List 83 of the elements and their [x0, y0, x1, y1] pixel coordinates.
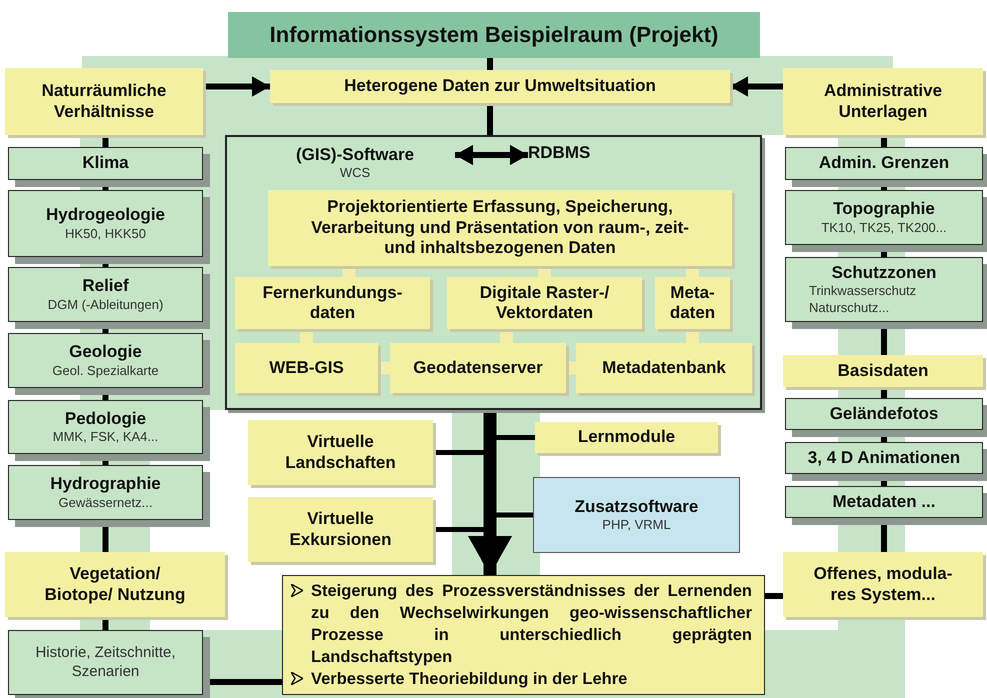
connector-line	[538, 266, 551, 277]
box-heading: Geodatenserver	[413, 358, 543, 378]
connector-line	[102, 135, 108, 147]
box-heading: Vegetation/ Biotope/ Nutzung	[44, 564, 186, 605]
module-box	[248, 497, 433, 562]
component-box	[235, 343, 378, 393]
category-box	[5, 552, 225, 617]
box-heading: Metadatenbank	[602, 358, 726, 378]
component-box	[390, 343, 566, 393]
box-heading: Offenes, modula-res System...	[812, 564, 954, 605]
category-box	[783, 355, 983, 387]
process-box	[268, 190, 732, 266]
box-heading: Basisdaten	[838, 360, 928, 382]
box-heading: Fernerkundungs-daten	[262, 282, 404, 324]
box-heading: Heterogene Daten zur Umweltsituation	[344, 76, 656, 97]
connector-line	[566, 362, 576, 374]
connector-line	[765, 593, 783, 599]
arrow	[468, 410, 512, 575]
box-heading: Informationssystem Beispielraum (Projekt)	[270, 22, 718, 48]
goal-text: Verbesserte Theoriebildung in der Lehre	[311, 669, 628, 690]
box-detail: Trinkwasserschutz Naturschutz...	[809, 283, 918, 316]
box-heading: Historie, Zeitschnitte, Szenarien	[34, 644, 177, 682]
module-box	[248, 420, 433, 485]
data-box	[270, 70, 730, 103]
connector-line	[102, 617, 108, 630]
box-heading: 3, 4 D Animationen	[808, 448, 960, 468]
category-box	[783, 552, 983, 617]
box-heading: Topographie	[833, 199, 935, 220]
box-detail: Geol. Spezialkarte	[52, 362, 159, 379]
box-detail: HK50, HKK50	[65, 226, 146, 242]
box-heading: Relief	[82, 276, 129, 297]
box-heading: Klima	[82, 153, 129, 174]
goal-text: Steigerung des Prozessverständnisses der Lernenden zu den Wechselwirkungen geo-wissenschaftlicher Prozesse in unterschiedlich geprägten Landschaftstypen	[311, 581, 752, 668]
connector-line	[881, 135, 887, 147]
box-heading: Zusatzsoftware	[574, 496, 698, 518]
box-heading: Administrative Unterlagen	[822, 81, 944, 122]
arrow	[730, 76, 783, 97]
box-heading: Admin. Grenzen	[818, 153, 950, 174]
box-heading: Hydrographie	[50, 474, 161, 495]
box-heading: Meta-daten	[668, 282, 716, 324]
box-heading: Projektorientierte Erfassung, Speicherung, Verarbeitung und Präsentation von raum-, zeit- und inhaltsbezogenen Daten	[310, 197, 690, 259]
box-heading: Hydrogeologie	[46, 205, 165, 226]
box-heading: Geologie	[69, 342, 142, 363]
connector-line	[342, 266, 356, 277]
title-banner	[228, 12, 760, 58]
module-box	[535, 422, 718, 453]
connector-line	[300, 329, 313, 343]
box-heading: Virtuelle Landschaften	[284, 432, 397, 473]
connector-line	[487, 103, 493, 135]
category-box	[783, 68, 983, 135]
box-detail: TK10, TK25, TK200...	[821, 220, 947, 236]
box-detail: MMK, FSK, KA4...	[52, 429, 158, 446]
data-box	[447, 277, 642, 329]
box-heading: Naturräumliche Verhältnisse	[40, 81, 168, 122]
arrow	[455, 144, 528, 166]
box-heading: Geländefotos	[830, 404, 938, 424]
box-heading: Digitale Raster-/ Vektordaten	[478, 282, 610, 324]
connector-line	[686, 329, 699, 343]
box-heading: Lernmodule	[578, 427, 676, 448]
box-detail: WCS	[340, 165, 370, 182]
connector-line	[487, 58, 493, 70]
box-detail: Gewässernetz...	[58, 494, 152, 511]
arrow	[203, 76, 270, 97]
box-heading: Schutzzonen	[832, 263, 936, 284]
connector-line	[686, 266, 699, 277]
connector-line	[881, 387, 887, 398]
box-detail: PHP, VRML	[602, 517, 671, 534]
box-heading: Pedologie	[64, 408, 146, 430]
box-heading: Virtuelle Exkursionen	[288, 509, 393, 550]
box-heading: WEB-GIS	[269, 358, 344, 378]
connector-line	[378, 362, 390, 374]
system-panel	[225, 135, 762, 410]
box-heading: RDBMS	[528, 143, 590, 164]
goal-box	[282, 575, 765, 695]
software-box	[533, 477, 740, 553]
box-detail: DGM (-Ableitungen)	[48, 296, 164, 313]
data-box	[655, 277, 730, 329]
component-box	[576, 343, 752, 393]
category-box	[5, 68, 203, 135]
box-heading: Metadaten ...	[832, 492, 936, 512]
box-heading: (GIS)-Software	[296, 144, 414, 166]
connector-line	[500, 329, 513, 343]
data-box	[235, 277, 430, 329]
